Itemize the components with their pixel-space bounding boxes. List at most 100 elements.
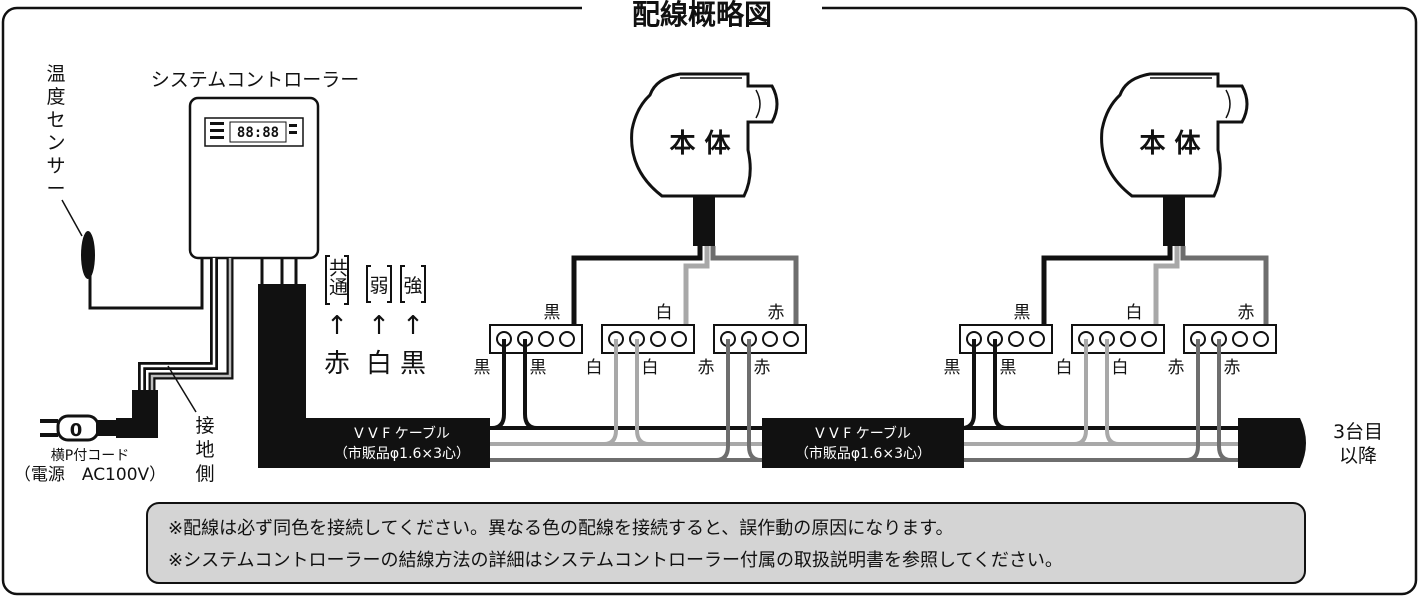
terminal-top-label: 白: [656, 303, 673, 323]
bus-tap: [715, 339, 730, 462]
bus-tap: [1217, 339, 1232, 462]
vvf-cable-1: V V F ケーブル （市販品φ1.6×3心）: [258, 418, 490, 468]
legend-strong: 強 ↑ 黒: [400, 265, 426, 379]
terminal-right-label: 赤: [1224, 358, 1241, 378]
bus-tap: [1105, 339, 1120, 446]
terminal-screw: [559, 331, 575, 347]
terminal-right-label: 白: [1112, 358, 1129, 378]
bus-tap: [1073, 339, 1088, 446]
terminal-screw: [1120, 331, 1136, 347]
svg-text:↑: ↑: [402, 311, 424, 341]
svg-text:側: 側: [195, 463, 214, 485]
controller-display: 88:88: [204, 117, 304, 147]
svg-text:0: 0: [70, 420, 83, 441]
continuation-line1: 3台目: [1333, 421, 1383, 443]
svg-text:（市販品φ1.6×3心）: （市販品φ1.6×3心）: [334, 445, 470, 462]
terminal-top-label: 赤: [1238, 303, 1255, 323]
terminal-block-black: 黒黒黒: [944, 303, 1053, 430]
terminal-block-white: 白白白: [1056, 303, 1165, 446]
svg-text:地: 地: [195, 439, 214, 461]
svg-text:V V F ケーブル: V V F ケーブル: [354, 425, 450, 442]
note-1: ※配線は必ず同色を接続してください。異なる色の配線を接続すると、誤作動の原因にな…: [168, 518, 953, 539]
svg-text:度: 度: [46, 86, 65, 108]
svg-text:赤: 赤: [324, 349, 350, 379]
bus-tap: [961, 339, 976, 430]
ground-wire: [148, 258, 234, 395]
bus-tap: [993, 339, 1008, 430]
vvf-cable-2: V V F ケーブル （市販品φ1.6×3心）: [762, 418, 964, 468]
heater-body-label: 本 体: [669, 129, 731, 159]
svg-text:温: 温: [46, 63, 65, 85]
terminal-left-label: 白: [1056, 358, 1073, 378]
heater-unit-2: 本 体黒黒黒白白白赤赤赤: [944, 72, 1277, 462]
svg-text:ー: ー: [46, 178, 65, 200]
note-2: ※システムコントローラーの結線方法の詳細はシステムコントローラー付属の取扱説明書…: [168, 550, 1063, 571]
terminal-screw: [1029, 331, 1045, 347]
terminal-top-label: 白: [1126, 303, 1143, 323]
svg-text:弱: 弱: [369, 275, 388, 297]
svg-text:セ: セ: [46, 109, 65, 131]
bus-tap: [635, 339, 650, 446]
diagram-title: 配線概略図: [632, 0, 772, 31]
terminal-screw: [1253, 331, 1269, 347]
terminal-block-red: 赤赤赤: [1168, 303, 1277, 462]
heater-body-label: 本 体: [1139, 129, 1201, 159]
svg-text:V V F ケーブル: V V F ケーブル: [815, 425, 911, 442]
svg-text:↑: ↑: [326, 311, 348, 341]
svg-text:接: 接: [195, 415, 214, 437]
temperature-sensor: [81, 231, 95, 279]
terminal-top-label: 黒: [1014, 303, 1031, 323]
terminal-screw: [538, 331, 554, 347]
terminal-screw: [671, 331, 687, 347]
terminal-right-label: 赤: [754, 358, 771, 378]
terminal-right-label: 黒: [530, 358, 547, 378]
terminal-screw: [762, 331, 778, 347]
plug-label-line2: （電源 AC100V）: [14, 465, 166, 485]
terminal-block-red: 赤赤赤: [698, 303, 807, 462]
svg-text:強: 強: [403, 275, 422, 297]
terminal-screw: [1232, 331, 1248, 347]
wire-color-legend: 共通 ↑ 赤 弱 ↑ 白 強 ↑ 黒: [324, 255, 426, 379]
svg-text:共通: 共通: [326, 258, 348, 296]
terminal-screw: [1008, 331, 1024, 347]
svg-text:↑: ↑: [368, 311, 390, 341]
svg-text:88:88: 88:88: [237, 125, 279, 141]
terminal-screw: [783, 331, 799, 347]
heater-unit-1: 本 体黒黒黒白白白赤赤赤: [474, 72, 807, 462]
terminal-block-black: 黒黒黒: [474, 303, 583, 430]
continuation-line2: 以降: [1339, 445, 1377, 467]
terminal-screw: [650, 331, 666, 347]
controller-label: システムコントローラー: [151, 69, 359, 91]
vvf-cable-continuation: [1238, 418, 1306, 468]
plug-label-line1: 横P付コード: [51, 448, 129, 464]
ground-side-label: 接 地 側: [195, 415, 214, 485]
terminal-right-label: 白: [642, 358, 659, 378]
plug-cord-bend: [116, 390, 158, 438]
svg-text:サ: サ: [46, 155, 65, 177]
terminal-left-label: 黒: [474, 358, 491, 378]
terminal-left-label: 白: [586, 358, 603, 378]
terminal-right-label: 黒: [1000, 358, 1017, 378]
units-layer: 本 体黒黒黒白白白赤赤赤本 体黒黒黒白白白赤赤赤: [474, 72, 1277, 462]
heater-body: [630, 72, 779, 198]
bus-tap: [747, 339, 762, 462]
sensor-wire: [88, 258, 204, 310]
bus-tap: [491, 339, 506, 430]
legend-weak: 弱 ↑ 白: [366, 265, 392, 379]
terminal-block-white: 白白白: [586, 303, 695, 446]
terminal-left-label: 赤: [1168, 358, 1185, 378]
heater-cable-stub: [693, 196, 715, 246]
terminal-top-label: 赤: [768, 303, 785, 323]
temperature-sensor-label: 温 度 セ ン サ ー: [46, 63, 65, 200]
bus-tap: [523, 339, 538, 430]
svg-text:ン: ン: [46, 132, 65, 154]
svg-text:白: 白: [366, 349, 392, 379]
terminal-left-label: 赤: [698, 358, 715, 378]
heater-body: [1100, 72, 1249, 198]
power-plug: 0: [40, 414, 118, 442]
notes-box: [146, 502, 1306, 584]
legend-common: 共通 ↑ 赤: [324, 255, 350, 379]
bus-tap: [1185, 339, 1200, 462]
svg-text:（市販品φ1.6×3心）: （市販品φ1.6×3心）: [795, 445, 931, 462]
svg-text:黒: 黒: [400, 349, 426, 379]
